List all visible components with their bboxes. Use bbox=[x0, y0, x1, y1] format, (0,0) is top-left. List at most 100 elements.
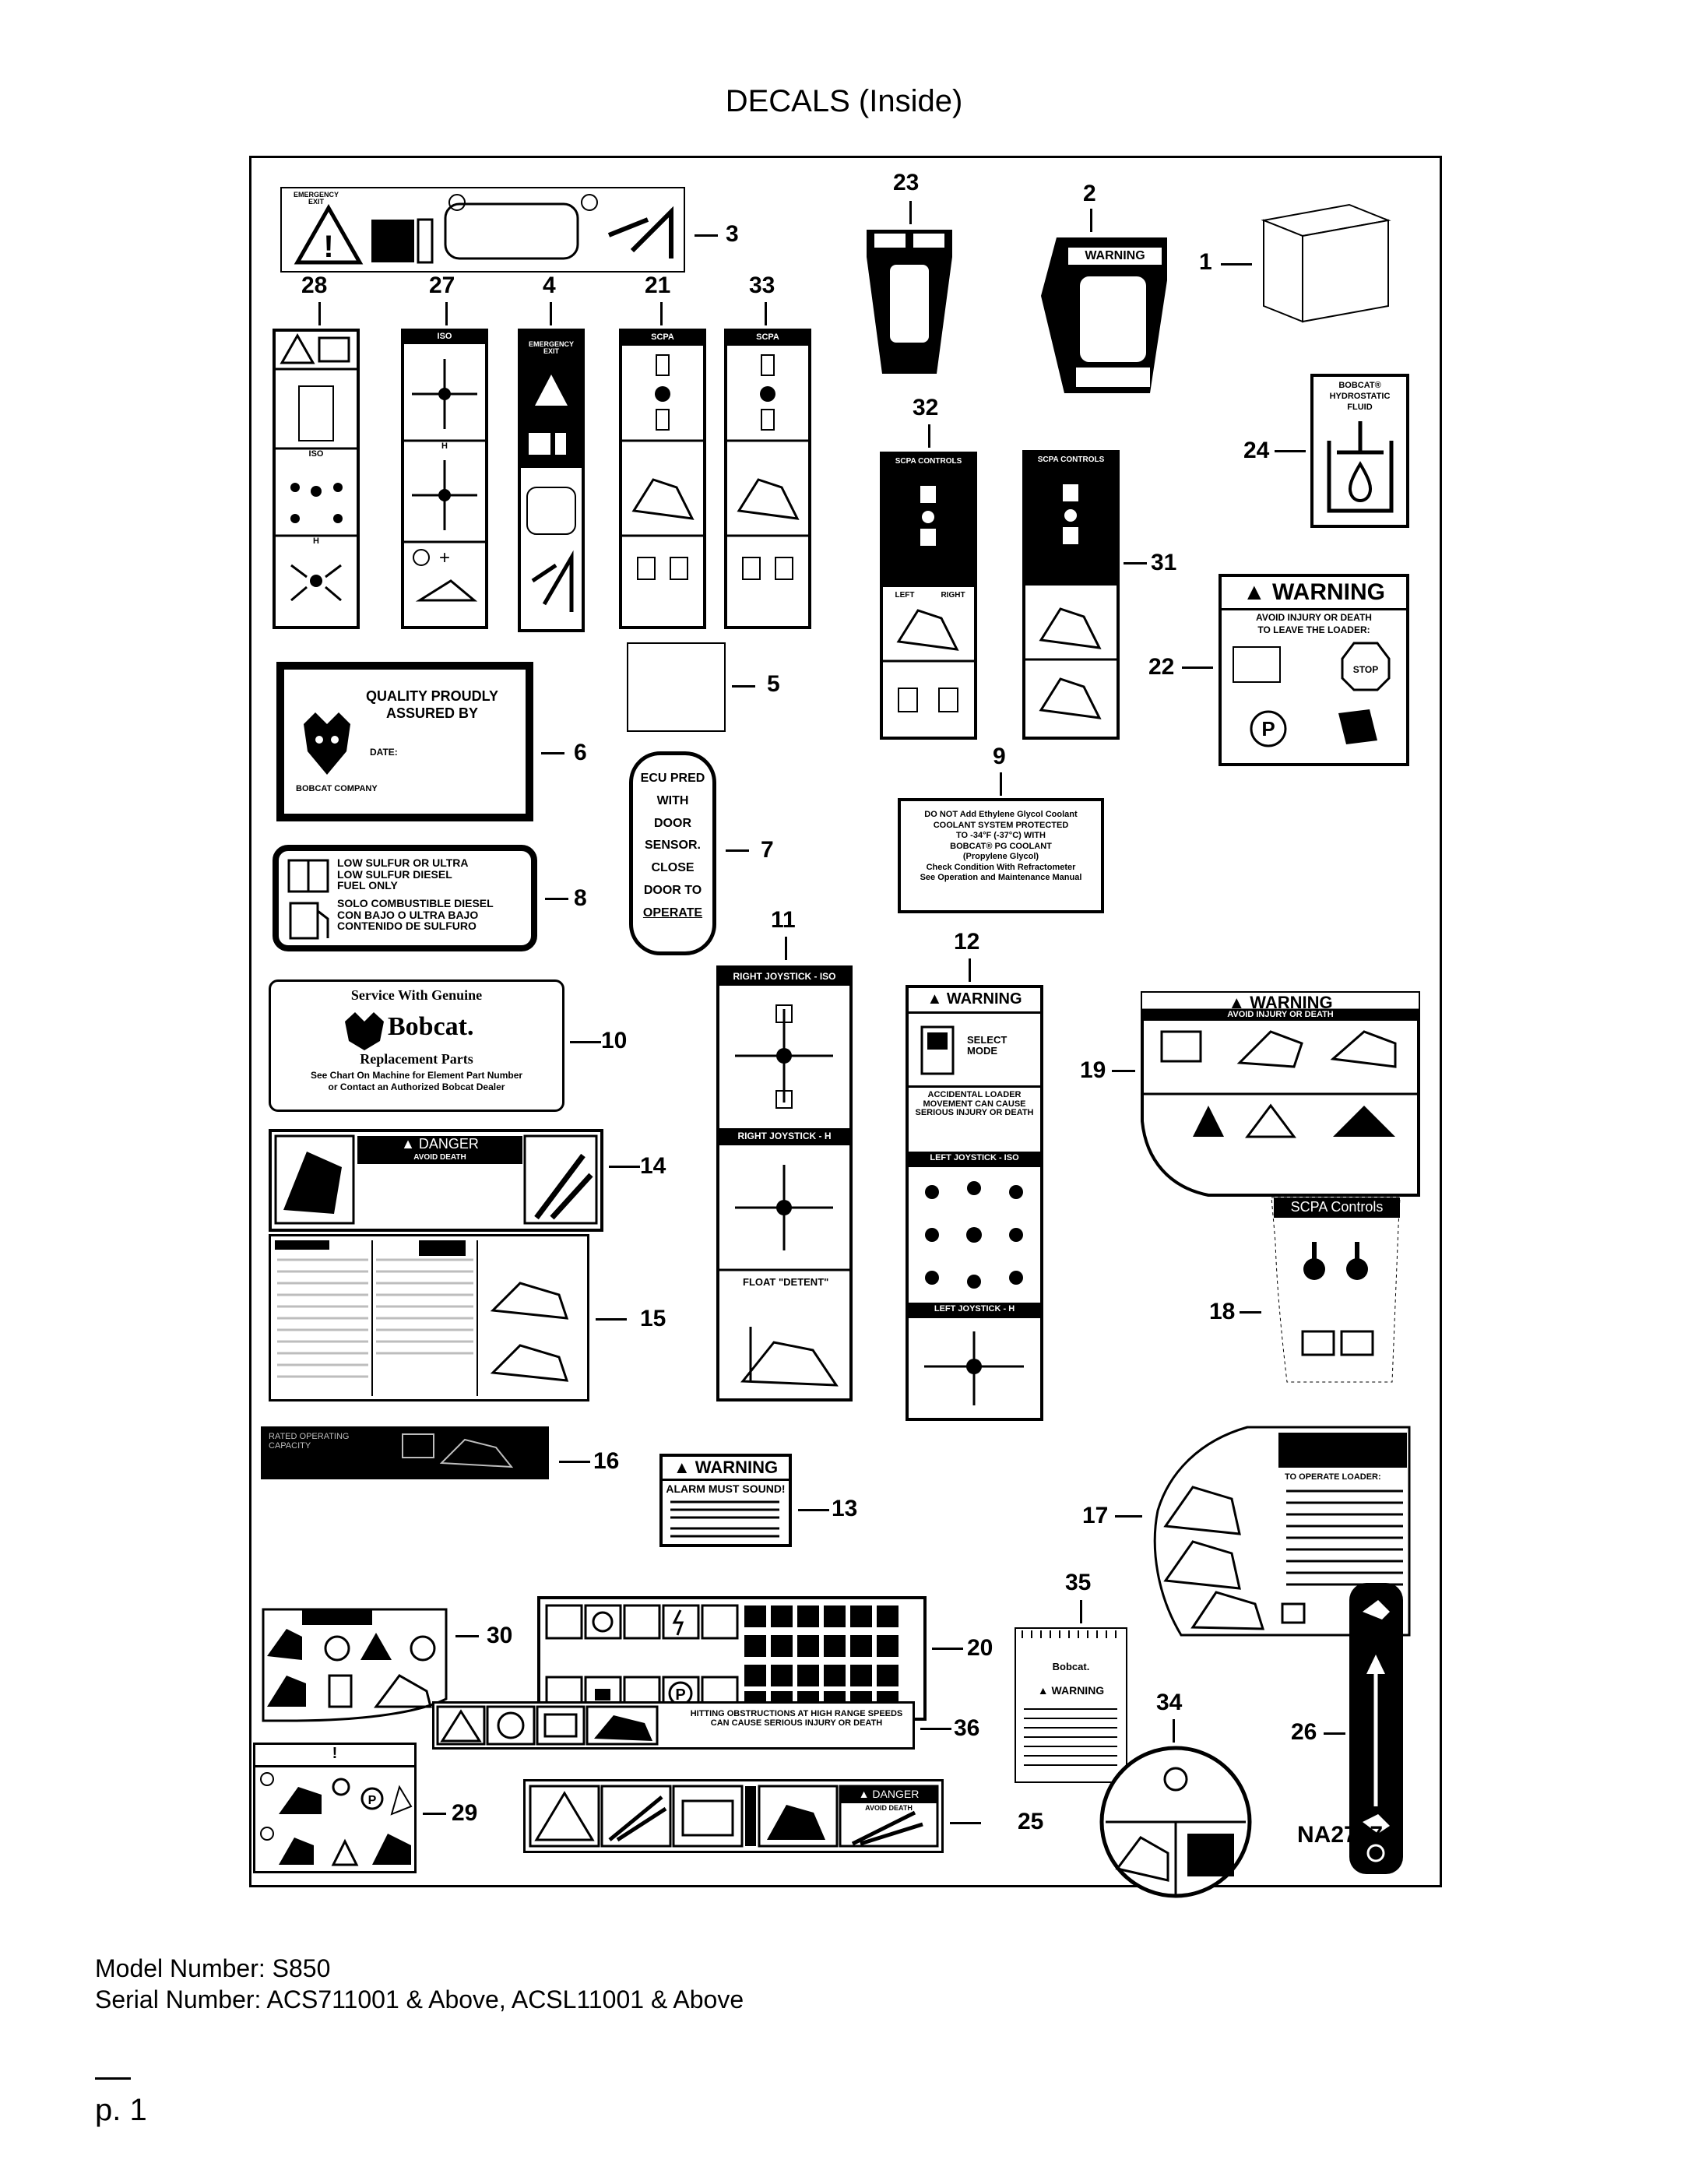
callout-21: 21 bbox=[645, 273, 671, 298]
leader-29 bbox=[423, 1813, 446, 1815]
decal-8-line-6: CONTENIDO DE SULFURO bbox=[337, 920, 477, 933]
model-number: Model Number: S850 bbox=[95, 1954, 331, 1982]
decal-22-header-text: WARNING bbox=[1272, 579, 1386, 605]
decal-23 bbox=[867, 230, 952, 374]
callout-35: 35 bbox=[1065, 1570, 1092, 1595]
callout-4: 4 bbox=[543, 273, 556, 298]
decal-17 bbox=[1153, 1426, 1411, 1637]
decal-27-label: ISO bbox=[437, 332, 452, 341]
callout-8: 8 bbox=[574, 885, 587, 911]
callout-28: 28 bbox=[301, 273, 328, 298]
decal-28-label2: H bbox=[313, 536, 319, 546]
leader-8 bbox=[545, 898, 568, 900]
decal-9-line-1: DO NOT Add Ethylene Glycol Coolant bbox=[924, 810, 1078, 819]
footer-rule bbox=[95, 2077, 131, 2080]
danger-triangle-icon: ▲ bbox=[858, 1788, 870, 1800]
decal-4-art bbox=[521, 332, 582, 612]
decal-25-header: ▲ DANGER bbox=[840, 1788, 937, 1800]
decal-6-date: DATE: bbox=[370, 747, 398, 758]
decal-3-art: ! bbox=[294, 194, 673, 265]
decal-11-art-float bbox=[740, 1327, 839, 1387]
callout-17: 17 bbox=[1082, 1503, 1109, 1528]
leader-7 bbox=[726, 849, 749, 852]
svg-text:!: ! bbox=[323, 230, 333, 264]
callout-18: 18 bbox=[1209, 1299, 1236, 1324]
decal-26 bbox=[1349, 1583, 1403, 1874]
callout-34: 34 bbox=[1156, 1690, 1183, 1715]
decal-31: SCPA CONTROLS bbox=[1022, 450, 1120, 740]
callout-26: 26 bbox=[1291, 1719, 1317, 1745]
callout-7: 7 bbox=[761, 837, 774, 863]
decal-28: ISO H bbox=[273, 329, 360, 629]
leader-15 bbox=[596, 1318, 627, 1321]
decal-8-icons bbox=[287, 859, 329, 940]
callout-29: 29 bbox=[452, 1800, 478, 1826]
decal-33-art bbox=[727, 332, 808, 580]
decal-19-header-text: WARNING bbox=[1250, 993, 1333, 1012]
leader-17 bbox=[1115, 1515, 1142, 1518]
leader-5 bbox=[732, 685, 755, 688]
decal-12-accidental: ACCIDENTAL LOADER MOVEMENT CAN CAUSE SER… bbox=[915, 1090, 1034, 1118]
svg-text:P: P bbox=[675, 1686, 685, 1704]
decal-28-art bbox=[276, 332, 357, 602]
leader-2 bbox=[1090, 209, 1092, 232]
decal-20-indicator-panel: P bbox=[545, 1604, 899, 1713]
decal-30 bbox=[262, 1608, 448, 1722]
leader-25 bbox=[950, 1822, 981, 1824]
decal-20: P bbox=[537, 1596, 927, 1721]
warning-triangle-icon: ▲ bbox=[673, 1458, 691, 1477]
leader-34 bbox=[1173, 1719, 1175, 1743]
leader-12 bbox=[969, 958, 971, 982]
decal-11-header-bar bbox=[719, 969, 849, 986]
decal-10-line2: Bobcat. bbox=[388, 1012, 474, 1041]
decal-4-label: EMERGENCY EXIT bbox=[528, 340, 574, 356]
decal-22-art: P bbox=[1233, 642, 1391, 747]
decal-35-warn: ▲ WARNING bbox=[1016, 1685, 1126, 1697]
decal-6-line2: ASSURED BY bbox=[385, 705, 479, 721]
decal-29: ! P bbox=[253, 1743, 417, 1873]
decal-9-line-7: See Operation and Maintenance Manual bbox=[920, 873, 1082, 883]
leader-1 bbox=[1221, 263, 1252, 266]
leader-33 bbox=[765, 302, 767, 325]
leader-20 bbox=[932, 1648, 963, 1650]
decal-12-left-h: LEFT JOYSTICK - H bbox=[934, 1304, 1015, 1314]
decal-11-art-mid bbox=[719, 1165, 849, 1271]
decal-7-line-6: DOOR TO bbox=[643, 883, 702, 897]
decal-14-sub: AVOID DEATH bbox=[413, 1153, 466, 1162]
decal-13-header: ▲ WARNING bbox=[663, 1458, 789, 1476]
decal-17-label: TO OPERATE LOADER: bbox=[1285, 1472, 1381, 1482]
decal-2-label: WARNING bbox=[1085, 249, 1145, 262]
decal-8-line-1: LOW SULFUR OR ULTRA bbox=[337, 856, 469, 869]
decal-7-line-3: DOOR bbox=[654, 816, 691, 830]
decal-16-art bbox=[402, 1433, 514, 1468]
decal-24-fluid-icon bbox=[1327, 421, 1394, 513]
decal-12-header-bar bbox=[909, 1152, 1040, 1167]
decal-12-header-text: WARNING bbox=[946, 990, 1022, 1008]
decal-10-line3: Replacement Parts bbox=[360, 1051, 473, 1067]
callout-12: 12 bbox=[954, 929, 980, 955]
decal-22-rule bbox=[1222, 608, 1406, 610]
decal-7-line-1: ECU PRED bbox=[640, 772, 705, 785]
decal-12-select: SELECT MODE bbox=[967, 1034, 1008, 1057]
decal-11-head1: RIGHT JOYSTICK - ISO bbox=[733, 971, 836, 982]
decal-7: ECU PRED WITH DOOR SENSOR. CLOSE DOOR TO… bbox=[629, 751, 716, 955]
decal-4: EMERGENCY EXIT bbox=[518, 329, 585, 632]
decal-27: + ISO H bbox=[401, 329, 488, 629]
decal-33: SCPA bbox=[724, 329, 811, 629]
callout-15: 15 bbox=[640, 1306, 666, 1331]
callout-11: 11 bbox=[771, 907, 796, 933]
decal-6-line1: QUALITY PROUDLY bbox=[365, 688, 499, 704]
decal-10: Service With Genuine Bobcat. Replacement… bbox=[269, 979, 564, 1112]
leader-30 bbox=[455, 1635, 479, 1637]
decal-15 bbox=[269, 1234, 589, 1401]
decal-21: SCPA bbox=[619, 329, 706, 629]
decal-8-text: LOW SULFUR OR ULTRA LOW SULFUR DIESEL FU… bbox=[337, 857, 524, 932]
decal-32-art bbox=[883, 455, 974, 712]
decal-35-spiral-binding bbox=[1022, 1630, 1117, 1638]
decal-34 bbox=[1099, 1746, 1252, 1898]
decal-13: ▲ WARNING ALARM MUST SOUND! bbox=[659, 1454, 792, 1547]
decal-36-text: HITTING OBSTRUCTIONS AT HIGH RANGE SPEED… bbox=[690, 1709, 903, 1728]
decal-35-brand: Bobcat. bbox=[1052, 1661, 1090, 1672]
decal-8-line-2: LOW SULFUR DIESEL bbox=[337, 867, 452, 881]
decal-35-warn-text: WARNING bbox=[1051, 1684, 1105, 1697]
